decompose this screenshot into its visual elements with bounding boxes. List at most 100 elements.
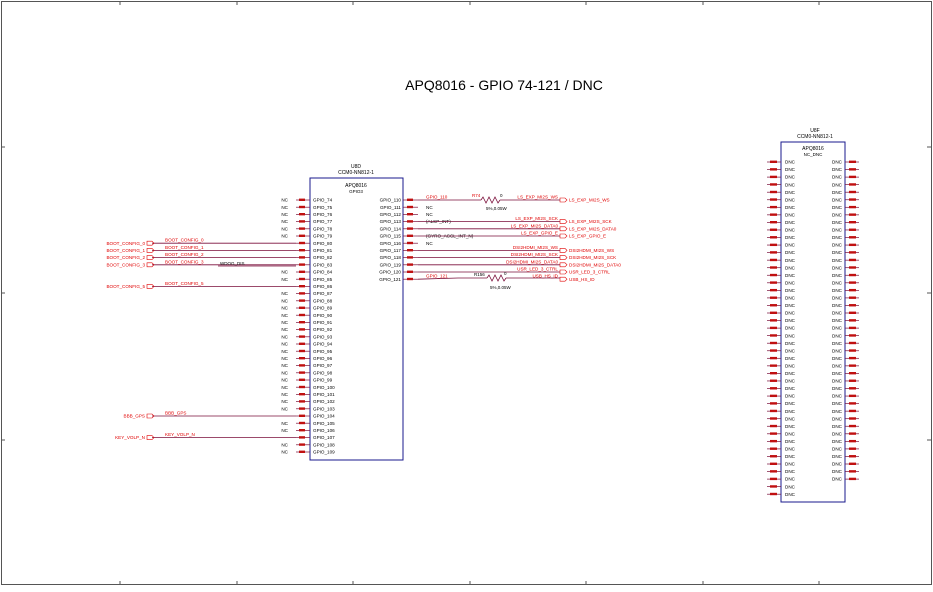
u8d-left-pin-number (299, 213, 305, 216)
u8f-left-pin-name: DNC (785, 296, 796, 301)
offpage-connector (146, 262, 155, 268)
u8f-body (780, 141, 846, 503)
wdog-dis-label: WDOG_DIS (220, 261, 245, 266)
u8d-left-nc-label: NC (281, 342, 288, 347)
u8f-section: NC_DNC (804, 152, 824, 157)
u8d-left-pin-number (299, 443, 305, 446)
offpage-connector (146, 248, 155, 253)
u8f-left-pin-name: DNC (785, 318, 796, 323)
offpage-connector (146, 435, 155, 440)
u8d-left-pin-name: GPIO_84 (313, 270, 333, 275)
u8f-right-pin-number (849, 470, 856, 473)
u8d-left-pin-name: GPIO_86 (313, 284, 333, 289)
u8f-right-pin-name: DNC (832, 333, 843, 338)
u8d-left-pin-name: GPIO_105 (313, 421, 335, 426)
u8d-right-pin-number (407, 234, 413, 237)
u8f-left-pin-name: DNC (785, 326, 796, 331)
u8d-right-net-label: LS_EXP_MI2S_SCK (515, 216, 559, 221)
u8f-right-pin-name: DNC (832, 235, 843, 240)
offpage-connector-label: BOOT_CONFIG_3 (106, 262, 145, 267)
u8f-right-pin-name: DNC (832, 409, 843, 414)
u8d-left-nc-label: NC (281, 234, 288, 239)
u8f-left-pin-name: DNC (785, 394, 796, 399)
u8f-left-pin-name: DNC (785, 484, 796, 489)
u8f-left-pin-number (770, 175, 777, 179)
u8f-left-pin-name: DNC (785, 311, 796, 316)
u8d-left-pin-number (299, 371, 305, 374)
u8f-left-pin-name: DNC (785, 167, 796, 172)
u8f-right-pin-name: DNC (832, 318, 843, 323)
u8f-right-pin-number (849, 409, 856, 413)
u8f-right-pin-number (849, 243, 856, 247)
u8f-left-pin-number (770, 205, 777, 209)
resistor-r156: R156 0 5%,0.05W (458, 271, 560, 290)
offpage-connector-label: LS_EXP_GPIO_E (569, 234, 606, 239)
u8d-device: APQ8016 (345, 183, 367, 189)
u8f-left-pin-name: DNC (785, 333, 796, 338)
u8d-left-pin-number (299, 400, 305, 403)
u8f-right-pin-name: DNC (832, 160, 843, 165)
u8d-right-pin-label: NC (426, 212, 433, 217)
u8f-right-pin-number (849, 417, 856, 420)
u8d-right-net-label: DSI2HDMI_MI2S_SCK (511, 252, 559, 257)
u8f-left-pin-number (770, 304, 777, 307)
u8f-right-pin-name: DNC (832, 228, 843, 233)
u8f-left-pin-name: DNC (785, 182, 796, 187)
u8f-right-pin-number (849, 251, 856, 254)
u8f-left-pin-number (770, 455, 777, 458)
u8f-right-pin-name: DNC (832, 243, 843, 248)
u8d-right-pin-label: NC (426, 205, 433, 210)
u8d-left-pin-name: GPIO_95 (313, 349, 333, 354)
u8f-left-pin-number (770, 213, 777, 216)
u8d-left-pin-name: GPIO_79 (313, 234, 333, 239)
offpage-connector-label: BBB_GPS (124, 414, 145, 419)
u8f-left-pin-name: DNC (785, 197, 796, 202)
u8f-right-pin-number (849, 326, 856, 330)
u8f-left-pin-number (770, 447, 777, 450)
u8f-left-pin-number (770, 243, 777, 247)
u8d-left-pin-name: GPIO_104 (313, 414, 335, 419)
u8f-left-pin-name: DNC (785, 348, 796, 353)
u8f-left-pin-number (770, 356, 777, 360)
u8f-right-pin-number (849, 236, 856, 239)
u8f-right-pin-name: DNC (832, 212, 843, 217)
u8f-right-pin-name: DNC (832, 341, 843, 346)
u8d-right-nets: LS_EXP_MI2S_WSLS_EXP_MI2S_WSLS_EXP_MI2S_… (417, 195, 621, 282)
u8d-right-pin-number (407, 256, 413, 259)
u8f-right-pin-number (849, 364, 856, 367)
u8d-right-net-label: LS_EXP_MI2S_DATA0 (511, 223, 559, 228)
u8f-right-pin-number (849, 387, 856, 390)
u8f-right-pin-name: DNC (832, 371, 843, 376)
u8f-right-pin-number (849, 168, 856, 171)
u8f-left-pin-number (770, 319, 777, 322)
u8f-right-pin-name: DNC (832, 220, 843, 225)
u8d-right-pin-name: GPIO_111 (380, 205, 401, 210)
u8d-left-nc-label: NC (281, 385, 288, 390)
u8f-left-pin-number (770, 266, 777, 269)
u8d-left-pin-number (299, 328, 305, 331)
u8f-right-pin-name: DNC (832, 273, 843, 278)
u8d-left-pin-number (299, 450, 305, 453)
u8d-right-pin-name: GPIO_112 (380, 212, 402, 217)
u8f-right-pin-number (849, 183, 856, 186)
offpage-connector (559, 276, 568, 282)
u8d-left-pin-number (299, 436, 305, 439)
u8f-right-pin-name: DNC (832, 386, 843, 391)
u8f-right-pin-name: DNC (832, 431, 843, 436)
u8f-left-pin-number (770, 402, 777, 405)
u8d-right-pin-label: GPIO_110 (426, 195, 448, 200)
u8d-left-pin-number (299, 393, 305, 396)
u8f-left-pin-name: DNC (785, 356, 796, 361)
u8d-left-pin-name: GPIO_96 (313, 356, 333, 361)
u8f-left-pin-name: DNC (785, 469, 796, 474)
u8f-right-pin-number (849, 296, 856, 299)
u8d-right-net-label: USB_HS_ID (532, 274, 558, 279)
u8f-right-pin-name: DNC (832, 477, 843, 482)
offpage-connector-label: BOOT_CONFIG_1 (106, 248, 145, 253)
u8f-right-pin-number (849, 356, 856, 360)
u8d-left-nc-label: NC (281, 313, 288, 318)
u8d-left-nc-label: NC (281, 327, 288, 332)
u8f-left-pin-number (770, 462, 777, 465)
